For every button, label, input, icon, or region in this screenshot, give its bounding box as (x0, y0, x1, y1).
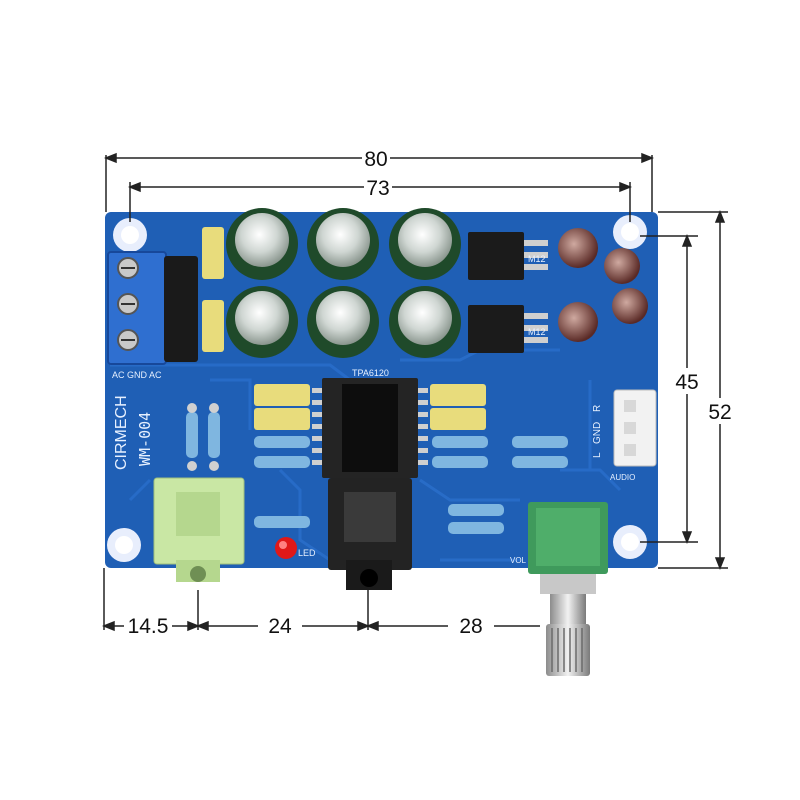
led-indicator (275, 537, 297, 559)
dim-offset-left: 14.5 (128, 615, 169, 638)
power-label: AC GND AC (112, 370, 162, 380)
film-capacitor (202, 227, 224, 279)
film-capacitors-left (254, 384, 310, 430)
horizontal-resistors (254, 436, 568, 534)
regulator-label: M12 (528, 254, 546, 264)
led-label: LED (298, 548, 316, 558)
dim-total-height: 52 (708, 401, 731, 424)
dim-hole-height: 45 (675, 371, 698, 394)
film-capacitors-right (430, 384, 486, 430)
capacitor (226, 208, 298, 280)
dim-total-width: 80 (364, 148, 387, 171)
connector-label-l: L (592, 452, 603, 458)
small-capacitors (558, 228, 648, 342)
vertical-resistors (186, 403, 220, 471)
rectifier (164, 256, 198, 362)
film-capacitor (202, 300, 224, 352)
mounting-hole-top-left (113, 218, 147, 252)
model-label: WM-004 (136, 412, 154, 466)
mounting-hole-top-right (613, 215, 647, 249)
audio-output-connector (613, 389, 657, 467)
amplifier-chip (312, 378, 428, 478)
headphone-jack (328, 478, 412, 590)
dim-jack-spacing: 24 (268, 615, 292, 638)
vol-label: VOL (510, 556, 527, 565)
dim-hole-width: 73 (366, 177, 389, 200)
audio-label: AUDIO (610, 473, 635, 482)
connector-label-r: R (592, 405, 603, 412)
capacitor (389, 208, 461, 280)
capacitor (389, 286, 461, 358)
regulator-label: M12 (528, 327, 546, 337)
dim-pot-offset: 28 (459, 615, 482, 638)
mounting-hole-bottom-right (613, 525, 647, 559)
voltage-regulator-top: M12 (468, 232, 548, 280)
volume-potentiometer (528, 502, 608, 676)
capacitor (307, 208, 379, 280)
voltage-regulator-bottom: M12 (468, 305, 548, 353)
mounting-hole-bottom-left (107, 528, 141, 562)
connector-label-gnd: GND (592, 422, 603, 444)
capacitor (226, 286, 298, 358)
electrolytic-capacitors (226, 208, 461, 358)
audio-input-jack (153, 477, 245, 582)
brand-label: CIRMECH (113, 395, 130, 470)
chip-label: TPA6120 (352, 368, 389, 378)
capacitor (307, 286, 379, 358)
power-terminal-block (107, 251, 167, 365)
